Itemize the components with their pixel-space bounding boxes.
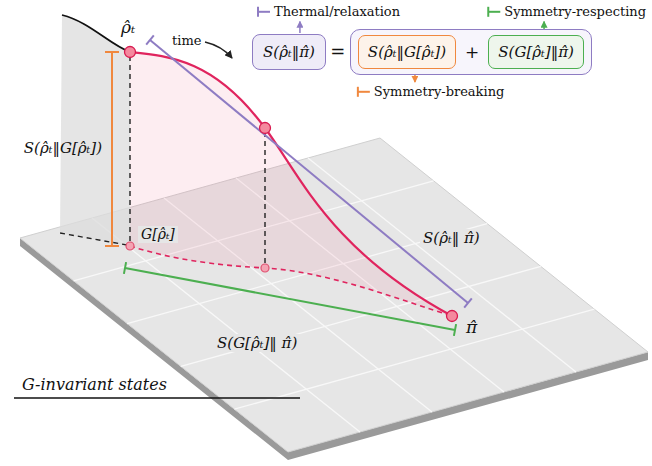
- breaking-key: [358, 91, 370, 93]
- state-label: ρ̂ₜ: [121, 17, 135, 37]
- plane-grid: [234, 309, 594, 409]
- breaking-key: [357, 87, 359, 97]
- projected-trajectory: [130, 246, 452, 316]
- respecting-key: [488, 11, 500, 13]
- projection-lines: [60, 233, 127, 245]
- symmetry-respecting-bracket: [124, 262, 126, 274]
- state-points: [261, 264, 269, 272]
- time-label: time: [172, 33, 201, 49]
- symmetry-breaking-bracket: [111, 52, 113, 246]
- projection-wall: [60, 15, 130, 246]
- equals-sign: =: [330, 41, 345, 63]
- symmetry-breaking-box: S(ρ̂ₜ‖G[ρ̂ₜ]): [358, 35, 456, 69]
- symmetry-respecting-bracket: [454, 324, 456, 336]
- symmetry-breaking-bracket: [105, 245, 119, 247]
- symmetry-breaking-label: S(ρ̂ₜ‖G[ρ̂ₜ]): [24, 139, 102, 157]
- symmetry-breaking-bracket: [105, 51, 119, 53]
- formula-text: S(ρ̂ₜ‖π̂): [263, 43, 315, 61]
- projection-lines: [264, 132, 265, 265]
- state-points: [126, 242, 134, 250]
- thermal-key: [258, 11, 270, 13]
- projection-lines: [129, 56, 130, 243]
- subspace-underline: [14, 397, 300, 399]
- respecting-annotation: Symmetry-respecting: [504, 4, 646, 20]
- subspace-label: G-invariant states: [22, 375, 167, 394]
- thermal-key: [258, 7, 270, 17]
- equilibrium-label: π̂: [463, 317, 480, 337]
- state-points: [260, 123, 271, 134]
- relaxation-bracket: [146, 35, 154, 44]
- projection-lines: [60, 56, 265, 265]
- thermal-key: [257, 7, 259, 17]
- thermal-leader: [299, 22, 301, 33]
- breaking-annotation: Symmetry-breaking: [374, 84, 504, 100]
- state-points: [125, 47, 136, 58]
- thermal-annotation: Thermal/relaxation: [274, 4, 400, 20]
- symmetry-breaking-bracket: [105, 52, 119, 246]
- relaxation-bracket: [464, 298, 472, 307]
- state-points: [447, 311, 458, 322]
- symmetry-respecting-box: S(G[ρ̂ₜ]‖π̂): [488, 35, 584, 69]
- prior-trajectory: [62, 15, 130, 52]
- symmetry-respecting-bracket: [125, 268, 455, 330]
- symmetry-respecting-label: S(G[ρ̂ₜ]‖ π̂): [214, 334, 300, 352]
- relaxation-bracket: [146, 35, 472, 307]
- projected-state-label: G[ρ̂ₜ]: [138, 226, 178, 243]
- relaxation-bracket: [150, 40, 468, 303]
- symmetry-respecting-bracket: [124, 262, 456, 336]
- respecting-key: [487, 7, 489, 17]
- operator-sign: +: [465, 42, 479, 62]
- total-entropy-box: S(ρ̂ₜ‖π̂): [252, 34, 326, 70]
- respecting-key: [488, 7, 500, 17]
- decomposition-box: + S(ρ̂ₜ‖G[ρ̂ₜ]) S(G[ρ̂ₜ]‖π̂): [350, 29, 592, 75]
- relative-entropy-label: S(ρ̂ₜ‖ π̂): [420, 229, 483, 247]
- formula-text: S(ρ̂ₜ‖G[ρ̂ₜ]): [368, 43, 446, 61]
- time-arrow: [205, 42, 232, 58]
- formula-text: S(G[ρ̂ₜ]‖π̂): [498, 43, 574, 61]
- breaking-key: [358, 87, 370, 97]
